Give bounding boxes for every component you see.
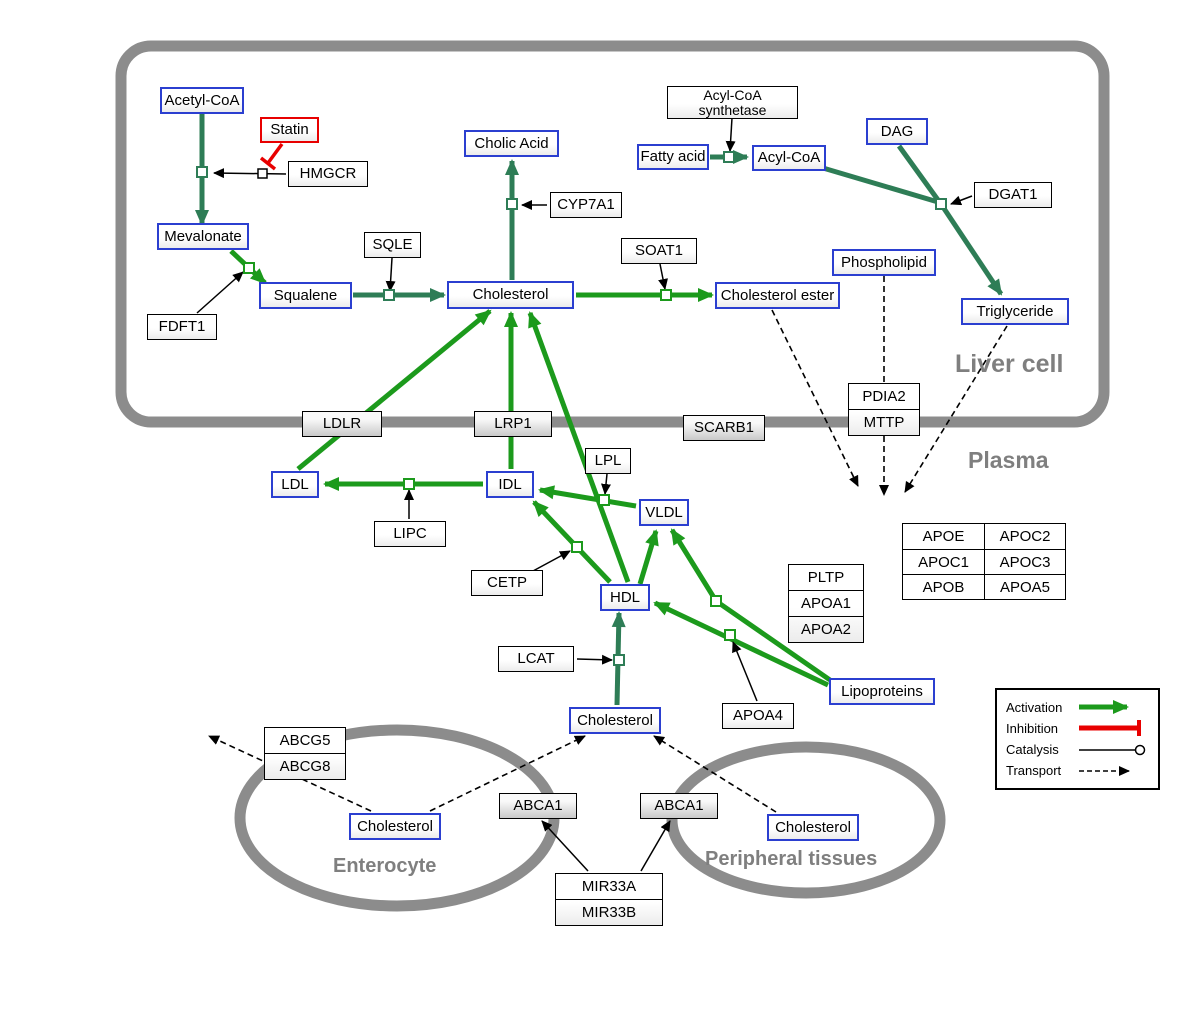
inhibition-anchor-square	[257, 168, 268, 179]
node-statin[interactable]: Statin	[260, 117, 319, 143]
node-cholesterol-ester[interactable]: Cholesterol ester	[715, 282, 840, 309]
legend-row-inhibition: Inhibition	[1006, 718, 1149, 738]
node-acyl-coa-synthetase[interactable]: Acyl-CoA synthetase	[667, 86, 798, 119]
node-dgat1[interactable]: DGAT1	[974, 182, 1052, 208]
label-liver-cell: Liver cell	[955, 350, 1064, 378]
node-idl[interactable]: IDL	[486, 471, 534, 498]
node-squalene[interactable]: Squalene	[259, 282, 352, 309]
node-cholesterol-plasma[interactable]: Cholesterol	[569, 707, 661, 734]
node-pdia2-mttp-stack[interactable]: PDIA2 MTTP	[848, 383, 920, 436]
node-lipc[interactable]: LIPC	[374, 521, 446, 547]
reaction-nodes	[196, 151, 947, 666]
catalysis-edges	[196, 117, 973, 872]
node-cholesterol-liver[interactable]: Cholesterol	[447, 281, 574, 309]
node-hmgcr[interactable]: HMGCR	[288, 161, 368, 187]
node-sqle[interactable]: SQLE	[364, 232, 421, 258]
node-pltp-apoa-stack[interactable]: PLTP APOA1 APOA2	[788, 564, 864, 643]
transport-arrow-sample	[1079, 765, 1130, 776]
node-triglyceride[interactable]: Triglyceride	[961, 298, 1069, 325]
legend-transport-label: Transport	[1006, 763, 1062, 779]
node-lrp1[interactable]: LRP1	[474, 411, 552, 437]
node-lpl[interactable]: LPL	[585, 448, 631, 474]
stack-row-mttp[interactable]: MTTP	[849, 409, 919, 435]
inhibition-edge	[259, 142, 284, 171]
node-mevalonate[interactable]: Mevalonate	[157, 223, 249, 250]
activation-arrow-sample	[1079, 700, 1129, 714]
node-apoa4[interactable]: APOA4	[722, 703, 794, 729]
node-acyl-coa[interactable]: Acyl-CoA	[752, 145, 826, 171]
node-fdft1[interactable]: FDFT1	[147, 314, 217, 340]
label-enterocyte: Enterocyte	[333, 855, 437, 877]
legend-row-catalysis: Catalysis	[1006, 740, 1149, 760]
node-lipoproteins[interactable]: Lipoproteins	[829, 678, 935, 705]
node-ldlr[interactable]: LDLR	[302, 411, 382, 437]
node-abca1-enterocyte[interactable]: ABCA1	[499, 793, 577, 819]
node-mir33-stack[interactable]: MIR33A MIR33B	[555, 873, 663, 926]
node-scarb1[interactable]: SCARB1	[683, 415, 765, 441]
apo-cell-apob[interactable]: APOB	[903, 574, 984, 599]
node-cetp[interactable]: CETP	[471, 570, 543, 596]
node-ldl[interactable]: LDL	[271, 471, 319, 498]
stack-row-apoa2[interactable]: APOA2	[789, 616, 863, 642]
node-abcg-stack[interactable]: ABCG5 ABCG8	[264, 727, 346, 780]
catalysis-line-sample	[1079, 744, 1146, 755]
apo-cell-apoe[interactable]: APOE	[922, 528, 965, 545]
legend: Activation Inhibition Catalysis Transpor…	[995, 688, 1160, 790]
legend-catalysis-label: Catalysis	[1006, 742, 1059, 758]
stack-row-pltp[interactable]: PLTP	[807, 569, 845, 586]
apo-cell-apoc3[interactable]: APOC3	[984, 549, 1065, 574]
stack-row-mir33a[interactable]: MIR33A	[581, 878, 637, 895]
node-hdl[interactable]: HDL	[600, 584, 650, 611]
legend-row-transport: Transport	[1006, 761, 1149, 781]
label-plasma: Plasma	[968, 447, 1049, 473]
label-peripheral-tissues: Peripheral tissues	[705, 848, 878, 870]
legend-row-activation: Activation	[1006, 697, 1149, 717]
stack-row-apoa1[interactable]: APOA1	[789, 590, 863, 616]
stack-row-mir33b[interactable]: MIR33B	[556, 899, 662, 925]
stack-row-pdia2[interactable]: PDIA2	[862, 388, 906, 405]
liver-cell-membrane	[115, 40, 1110, 428]
node-phospholipid[interactable]: Phospholipid	[832, 249, 936, 276]
node-soat1[interactable]: SOAT1	[621, 238, 697, 264]
node-dag[interactable]: DAG	[866, 118, 928, 145]
activation-edges	[229, 249, 832, 688]
legend-inhibition-label: Inhibition	[1006, 720, 1059, 736]
node-lcat[interactable]: LCAT	[498, 646, 574, 672]
node-acetyl-coa[interactable]: Acetyl-CoA	[160, 87, 244, 114]
legend-activation-label: Activation	[1006, 699, 1063, 715]
apolipoprotein-table: APOE APOC2 APOC1 APOC3 APOB APOA5	[902, 523, 1066, 600]
stack-row-abcg8[interactable]: ABCG8	[265, 753, 345, 779]
stack-row-abcg5[interactable]: ABCG5	[279, 732, 331, 749]
node-cholesterol-peripheral[interactable]: Cholesterol	[767, 814, 859, 841]
apo-cell-apoa5[interactable]: APOA5	[984, 574, 1065, 599]
node-abca1-peripheral[interactable]: ABCA1	[640, 793, 718, 819]
apo-cell-apoc2[interactable]: APOC2	[984, 524, 1065, 549]
node-cholic-acid[interactable]: Cholic Acid	[464, 130, 559, 157]
transport-edges	[208, 276, 1008, 813]
peripheral-tissues-membrane	[666, 741, 946, 899]
inhibition-bar-sample	[1079, 720, 1141, 737]
node-fatty-acid[interactable]: Fatty acid	[637, 144, 709, 170]
node-cholesterol-enterocyte[interactable]: Cholesterol	[349, 813, 441, 840]
node-vldl[interactable]: VLDL	[639, 499, 689, 526]
apo-cell-apoc1[interactable]: APOC1	[903, 549, 984, 574]
node-cyp7a1[interactable]: CYP7A1	[550, 192, 622, 218]
